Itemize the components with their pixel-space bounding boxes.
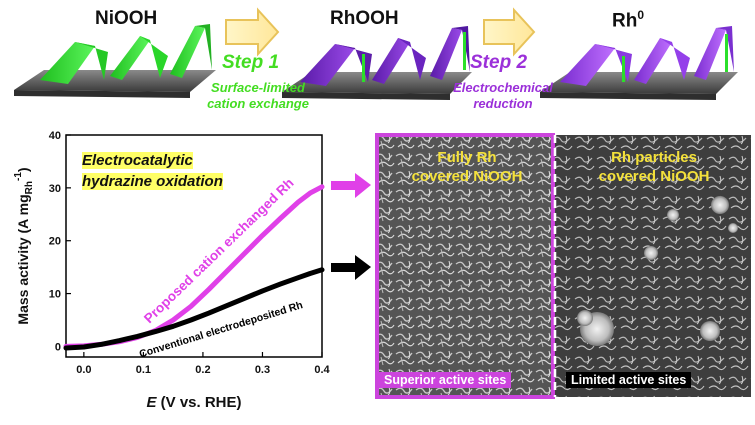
sem-images	[375, 133, 751, 399]
y-axis-label: Mass activity (A mgRh-1)	[13, 167, 35, 324]
x-tick-label: 0.3	[255, 364, 270, 376]
step1-label: Step 1	[222, 52, 280, 73]
x-tick-label: 0.0	[76, 364, 91, 376]
step1-description-line2: cation exchange	[207, 96, 309, 111]
x-tick-label: 0.4	[314, 364, 330, 376]
step1-description-line1: Surface-limited	[211, 80, 305, 95]
process-illustration	[14, 7, 738, 100]
sem-left-title-line2: covered NiOOH	[411, 168, 523, 185]
plot-annotation-line1: Electrocatalytic	[82, 152, 193, 169]
step2-label: Step 2	[470, 52, 528, 73]
step2-description-line2: reduction	[473, 96, 533, 111]
x-tick-label: 0.1	[136, 364, 151, 376]
sem-right-caption: Limited active sites	[566, 372, 692, 388]
mass-activity-chart: 0.0 0.1 0.2 0.3 0.4 0 10 20 30 40 E (V vs. RHE) Mas…	[13, 130, 331, 411]
series-label-proposed: Proposed cation exchanged Rh	[141, 175, 297, 326]
stage-label-rh0-text: Rh	[612, 10, 638, 32]
step2-description-line1: Electrochemical	[453, 80, 553, 95]
step1-arrow-icon	[225, 7, 280, 57]
y-tick-label: 40	[49, 130, 61, 142]
stage-label-rh0: Rh0	[612, 8, 644, 32]
stage-label-rhooh: RhOOH	[330, 8, 399, 29]
magenta-arrow-icon	[331, 173, 371, 198]
x-axis-label: E (V vs. RHE)	[146, 394, 241, 411]
sem-right-title-line2: covered NiOOH	[598, 168, 710, 185]
sem-right-title-line1: Rh particles	[611, 149, 697, 166]
sem-left-caption: Superior active sites	[379, 372, 512, 388]
stage-label-niooh: NiOOH	[95, 8, 158, 29]
series-line-conventional	[63, 267, 325, 351]
stage-label-rh0-superscript: 0	[637, 8, 645, 22]
pointer-arrows	[331, 173, 371, 280]
y-tick-label: 10	[49, 289, 61, 301]
plot-frame	[65, 134, 323, 358]
rh0-illustration	[540, 26, 738, 100]
plot-annotation-line2: hydrazine oxidation	[82, 173, 223, 190]
y-tick-label: 0	[55, 341, 61, 353]
x-tick-label: 0.2	[195, 364, 210, 376]
step2-arrow-icon	[483, 7, 536, 57]
y-tick-label: 20	[49, 236, 61, 248]
sem-left-image	[375, 133, 555, 399]
black-arrow-icon	[331, 255, 371, 280]
sem-right-image	[555, 135, 751, 397]
niooh-illustration	[14, 24, 216, 98]
y-tick-label: 30	[49, 183, 61, 195]
rhooh-illustration	[282, 26, 472, 100]
sem-left-title-line1: Fully Rh	[437, 149, 497, 166]
